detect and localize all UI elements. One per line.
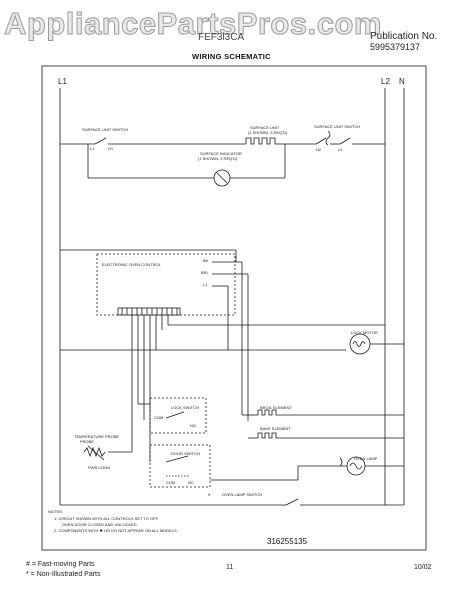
note-1-continued: OVEN DOOR CLOSED AND UNLOCKED. bbox=[62, 522, 138, 527]
oven-lamp-switch-contact bbox=[285, 498, 299, 506]
switch-contact bbox=[94, 137, 107, 145]
lock-switch-contact bbox=[165, 411, 185, 419]
note-1: 1. CIRCUIT SHOWN WITH ALL CONTROLS SET T… bbox=[54, 516, 159, 521]
electronic-oven-control-label: ELECTRONIC OVEN CONTROL bbox=[102, 262, 162, 267]
oven-lamp-label: OVEN LAMP bbox=[354, 456, 378, 461]
switch-contact bbox=[339, 137, 351, 145]
publication-number: 5995379137 bbox=[370, 42, 421, 52]
door-switch-com: COM bbox=[166, 480, 175, 485]
control-leads bbox=[131, 315, 169, 444]
control-connector bbox=[117, 307, 181, 316]
surface-unit-switch-right-label: SURFACE UNIT SWITCH bbox=[314, 124, 360, 129]
switch-contact bbox=[315, 137, 327, 145]
terminal-h2: H2 bbox=[316, 147, 322, 152]
surface-indicator-label: SURFACE INDICATOR bbox=[200, 151, 242, 156]
thermal-symbol bbox=[339, 457, 343, 467]
eoc-l1-terminal: L1 bbox=[203, 282, 208, 287]
broil-element bbox=[257, 409, 277, 416]
lock-switch-label: LOCK SWITCH bbox=[171, 405, 199, 410]
watermark-logo: AppliancePartsPros.com bbox=[4, 6, 382, 42]
thermal-symbol bbox=[325, 130, 331, 146]
temperature-probe-label: PROBE bbox=[80, 439, 94, 444]
lock-switch-box bbox=[149, 397, 207, 434]
note-2: 2. COMPONENTS WITH ✱ OR DO NOT APPEAR ON… bbox=[54, 528, 178, 533]
model-number: FEF3l3CA bbox=[198, 32, 245, 43]
door-switch-box bbox=[149, 444, 211, 488]
lock-motor-label: LOCK MOTOR bbox=[351, 330, 378, 335]
connector-pins bbox=[121, 308, 178, 315]
footer-fast-moving: # = Fast-moving Parts bbox=[26, 561, 95, 568]
publication-label: Publication No. bbox=[370, 31, 438, 42]
surface-unit-sub-label: (1 SHOWN, 3 REQ'D) bbox=[248, 130, 288, 135]
surface-unit-switch-left-label: SURFACE UNIT SWITCH bbox=[82, 127, 128, 132]
door-switch-contact bbox=[165, 455, 189, 463]
door-switch-nc: NC bbox=[188, 480, 194, 485]
bake-element bbox=[257, 432, 277, 439]
surface-indicator-sub-label: (1 SHOWN, 2 REQ'D) bbox=[198, 156, 238, 161]
eoc-broil-terminal: BRL bbox=[201, 270, 210, 275]
lock-switch-com: COM bbox=[154, 415, 163, 420]
broil-element-label: BROIL ELEMENT bbox=[260, 405, 292, 410]
oven-lamp-filament bbox=[349, 462, 363, 470]
footer-date: 10/02 bbox=[414, 564, 432, 571]
terminal-l2: L2 bbox=[338, 147, 343, 152]
terminal-l1: L1 bbox=[90, 146, 95, 151]
bake-element-label: BAKE ELEMENT bbox=[260, 426, 291, 431]
oven-lamp-switch-label: OVEN LAMP SWITCH bbox=[222, 492, 262, 497]
door-switch-label: DOOR SWITCH bbox=[171, 451, 200, 456]
rail-label-l2: L2 bbox=[381, 77, 390, 86]
lamp-cross bbox=[216, 172, 228, 184]
probe-arrow bbox=[87, 445, 105, 461]
rail-label-l1: L1 bbox=[58, 77, 67, 86]
surface-unit-label: SURFACE UNIT bbox=[250, 125, 280, 130]
notes-heading: NOTES: bbox=[48, 509, 63, 514]
schematic-title: WIRING SCHEMATIC bbox=[192, 52, 271, 61]
surface-unit-element bbox=[245, 137, 276, 145]
footer-non-illustrated: * = Non-Illustrated Parts bbox=[26, 571, 101, 578]
rail-label-n: N bbox=[399, 77, 405, 86]
terminal-h1: H1 bbox=[108, 146, 114, 151]
oven-lamp-switch-asterisk: * bbox=[208, 494, 211, 500]
schematic-frame bbox=[41, 65, 427, 551]
temperature-probe-label: TEMPERATURE PROBE bbox=[74, 434, 119, 439]
pwb-conn-label: PWB CONN bbox=[88, 465, 110, 470]
lock-motor-winding bbox=[352, 341, 366, 347]
page-number: 11 bbox=[226, 564, 234, 571]
eoc-bake-terminal: BK bbox=[203, 258, 209, 263]
diagram-number: 316255135 bbox=[267, 537, 308, 546]
lock-switch-no: NO bbox=[190, 423, 196, 428]
